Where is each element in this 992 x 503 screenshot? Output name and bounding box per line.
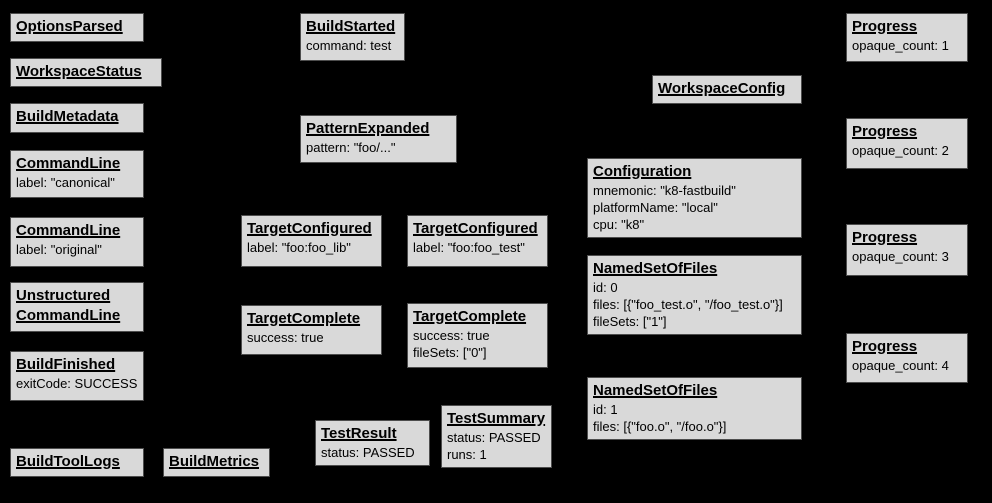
node-detail-line: label: "canonical": [16, 175, 115, 190]
node-pattern-expanded: PatternExpanded pattern: "foo/...": [300, 115, 457, 163]
node-detail-line: files: [{"foo.o", "/foo.o"}]: [593, 419, 727, 434]
node-command-line-canonical: CommandLine label: "canonical": [10, 150, 144, 198]
node-build-started: BuildStarted command: test: [300, 13, 405, 61]
node-detail-line: success: true: [413, 328, 490, 343]
node-title: Progress: [852, 18, 918, 35]
node-target-complete-foo-test: TargetComplete success: true fileSets: ["0…: [407, 303, 548, 368]
node-detail-line: id: 1: [593, 402, 618, 417]
node-configuration: Configuration mnemonic: "k8-fastbuild" pla…: [587, 158, 802, 238]
node-title: BuildMetrics: [169, 453, 260, 470]
node-build-metrics: BuildMetrics: [163, 448, 270, 477]
node-detail-line: runs: 1: [447, 447, 487, 462]
node-title: TargetComplete: [247, 310, 361, 327]
node-title: WorkspaceStatus: [16, 63, 142, 80]
node-title: TestResult: [321, 425, 397, 442]
node-detail-line: fileSets: ["0"]: [413, 345, 487, 360]
node-detail-line: label: "foo:foo_test": [413, 240, 525, 255]
node-detail-line: opaque_count: 2: [852, 143, 949, 158]
node-workspace-config: WorkspaceConfig: [652, 75, 802, 104]
node-title: Progress: [852, 229, 918, 246]
node-title: TestSummary: [447, 410, 546, 427]
node-detail-line: platformName: "local": [593, 200, 718, 215]
node-detail-line: label: "foo:foo_lib": [247, 240, 351, 255]
node-detail-line: success: true: [247, 330, 324, 345]
node-title: NamedSetOfFiles: [593, 260, 718, 277]
node-title: BuildToolLogs: [16, 453, 120, 470]
node-detail-line: mnemonic: "k8-fastbuild": [593, 183, 736, 198]
node-build-finished: BuildFinished exitCode: SUCCESS: [10, 351, 144, 401]
node-title: Unstructured CommandLine: [16, 287, 121, 324]
node-title: CommandLine: [16, 155, 121, 172]
node-title: CommandLine: [16, 222, 121, 239]
node-title: Progress: [852, 338, 918, 355]
node-detail-line: opaque_count: 4: [852, 358, 949, 373]
node-options-parsed: OptionsParsed: [10, 13, 144, 42]
node-title: Configuration: [593, 163, 692, 180]
node-progress-3: Progress opaque_count: 3: [846, 224, 968, 276]
node-detail-line: exitCode: SUCCESS: [16, 376, 138, 391]
node-named-set-of-files-1: NamedSetOfFiles id: 1 files: [{"foo.o", "/…: [587, 377, 802, 440]
node-test-summary: TestSummary status: PASSED runs: 1: [441, 405, 552, 468]
node-detail-line: status: PASSED: [321, 445, 415, 460]
node-detail-line: command: test: [306, 38, 392, 53]
node-title: BuildFinished: [16, 356, 116, 373]
node-target-configured-foo-test: TargetConfigured label: "foo:foo_test": [407, 215, 548, 267]
node-progress-4: Progress opaque_count: 4: [846, 333, 968, 383]
node-title: NamedSetOfFiles: [593, 382, 718, 399]
node-command-line-original: CommandLine label: "original": [10, 217, 144, 267]
node-build-metadata: BuildMetadata: [10, 103, 144, 133]
node-progress-1: Progress opaque_count: 1: [846, 13, 968, 62]
node-build-tool-logs: BuildToolLogs: [10, 448, 144, 477]
node-detail-line: label: "original": [16, 242, 102, 257]
node-workspace-status: WorkspaceStatus: [10, 58, 162, 87]
node-title: WorkspaceConfig: [658, 80, 786, 97]
node-title: PatternExpanded: [306, 120, 430, 137]
node-title: Progress: [852, 123, 918, 140]
node-target-complete-foo-lib: TargetComplete success: true: [241, 305, 382, 355]
node-target-configured-foo-lib: TargetConfigured label: "foo:foo_lib": [241, 215, 382, 267]
node-title: BuildMetadata: [16, 108, 119, 125]
node-title: OptionsParsed: [16, 18, 123, 35]
node-detail-line: opaque_count: 3: [852, 249, 949, 264]
node-test-result: TestResult status: PASSED: [315, 420, 430, 466]
node-detail-line: fileSets: ["1"]: [593, 314, 667, 329]
node-detail-line: pattern: "foo/...": [306, 140, 396, 155]
node-title: TargetConfigured: [413, 220, 538, 237]
node-detail-line: id: 0: [593, 280, 618, 295]
node-detail-line: files: [{"foo_test.o", "/foo_test.o"}]: [593, 297, 783, 312]
node-progress-2: Progress opaque_count: 2: [846, 118, 968, 169]
node-title: TargetComplete: [413, 308, 527, 325]
node-title: TargetConfigured: [247, 220, 372, 237]
node-title: BuildStarted: [306, 18, 396, 35]
node-detail-line: opaque_count: 1: [852, 38, 949, 53]
node-named-set-of-files-0: NamedSetOfFiles id: 0 files: [{"foo_test.o…: [587, 255, 802, 335]
node-detail-line: cpu: "k8": [593, 217, 645, 232]
node-detail-line: status: PASSED: [447, 430, 541, 445]
node-unstructured-command-line: Unstructured CommandLine: [10, 282, 144, 332]
